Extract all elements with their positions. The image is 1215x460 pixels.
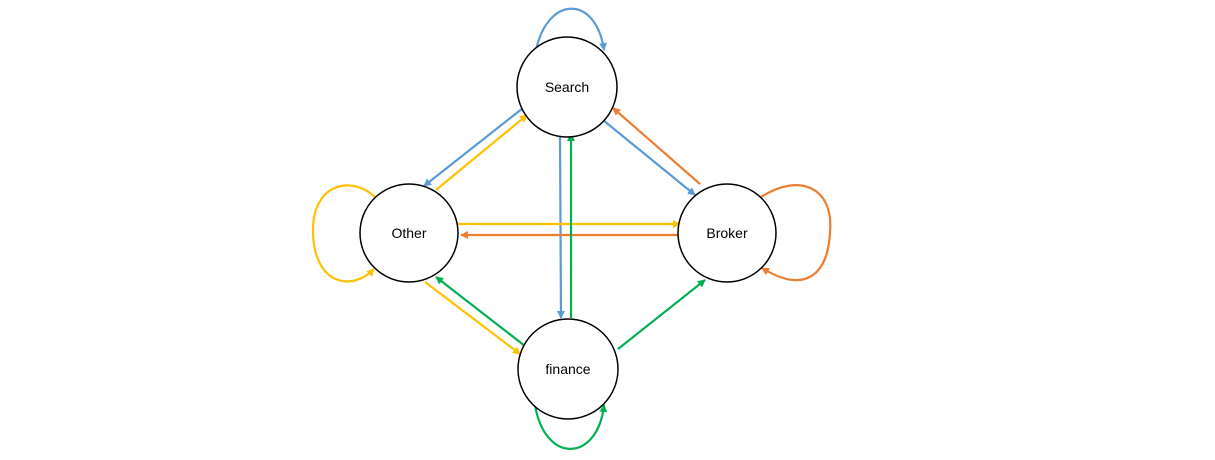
node-finance-circle <box>517 318 619 420</box>
node-finance-label: finance <box>545 361 590 377</box>
edge-other-finance-arrow <box>424 281 521 355</box>
node-other[interactable]: Other <box>359 183 459 283</box>
node-broker-circle <box>677 183 777 283</box>
node-other-circle <box>359 183 459 283</box>
edges-layer <box>311 7 832 450</box>
node-finance[interactable]: finance <box>517 318 619 420</box>
edge-search-finance-arrow <box>556 136 565 319</box>
edge-broker-search-arrow <box>612 107 701 185</box>
node-broker[interactable]: Broker <box>677 183 777 283</box>
edge-other-search-arrow <box>435 114 528 191</box>
edge-finance-broker-arrow <box>617 279 706 350</box>
node-other-label: Other <box>391 225 426 241</box>
edge-finance-other-arrow <box>435 276 526 347</box>
edge-broker-broker-arrow <box>760 184 832 282</box>
edge-other-other-arrow <box>311 184 376 283</box>
node-search-circle <box>516 36 618 138</box>
edge-finance-finance-arrow <box>533 404 608 450</box>
node-search[interactable]: Search <box>516 36 618 138</box>
edge-search-search-arrow <box>534 7 607 51</box>
node-search-label: Search <box>545 79 589 95</box>
edge-search-broker-arrow <box>602 119 696 196</box>
node-broker-label: Broker <box>706 225 748 241</box>
edge-search-other-arrow <box>423 107 524 187</box>
